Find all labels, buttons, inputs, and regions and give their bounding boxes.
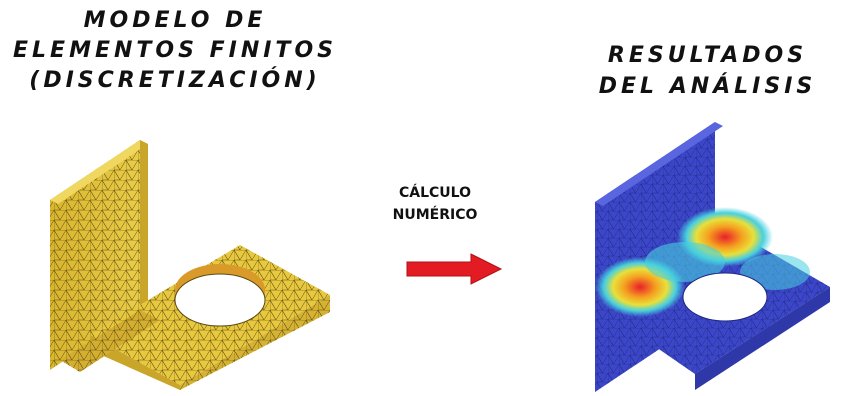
fem-model-title: MODELO DE ELEMENTOS FINITOS (DISCRETIZAC… (5, 6, 345, 96)
analysis-results-title-line-2: DEL ANÁLISIS (598, 74, 817, 99)
right-arrow-icon (406, 253, 503, 285)
arrow-label-line-1: CÁLCULO (399, 185, 471, 201)
mesh-bracket-shape (50, 140, 330, 390)
fem-model-title-line-2: ELEMENTOS FINITOS (13, 38, 337, 63)
arrow-label: CÁLCULO NUMÉRICO (370, 182, 500, 226)
analysis-results-title-line-1: RESULTADOS (607, 43, 808, 68)
stress-analysis-bracket-image (595, 122, 830, 392)
fem-mesh-bracket-image (50, 140, 330, 390)
arrow-label-line-2: NUMÉRICO (392, 207, 478, 223)
fem-model-title-line-3: (DISCRETIZACIÓN) (29, 68, 321, 93)
stress-bracket-shape (595, 122, 830, 392)
fem-model-title-line-1: MODELO DE (83, 8, 267, 33)
analysis-results-title: RESULTADOS DEL ANÁLISIS (575, 40, 840, 102)
